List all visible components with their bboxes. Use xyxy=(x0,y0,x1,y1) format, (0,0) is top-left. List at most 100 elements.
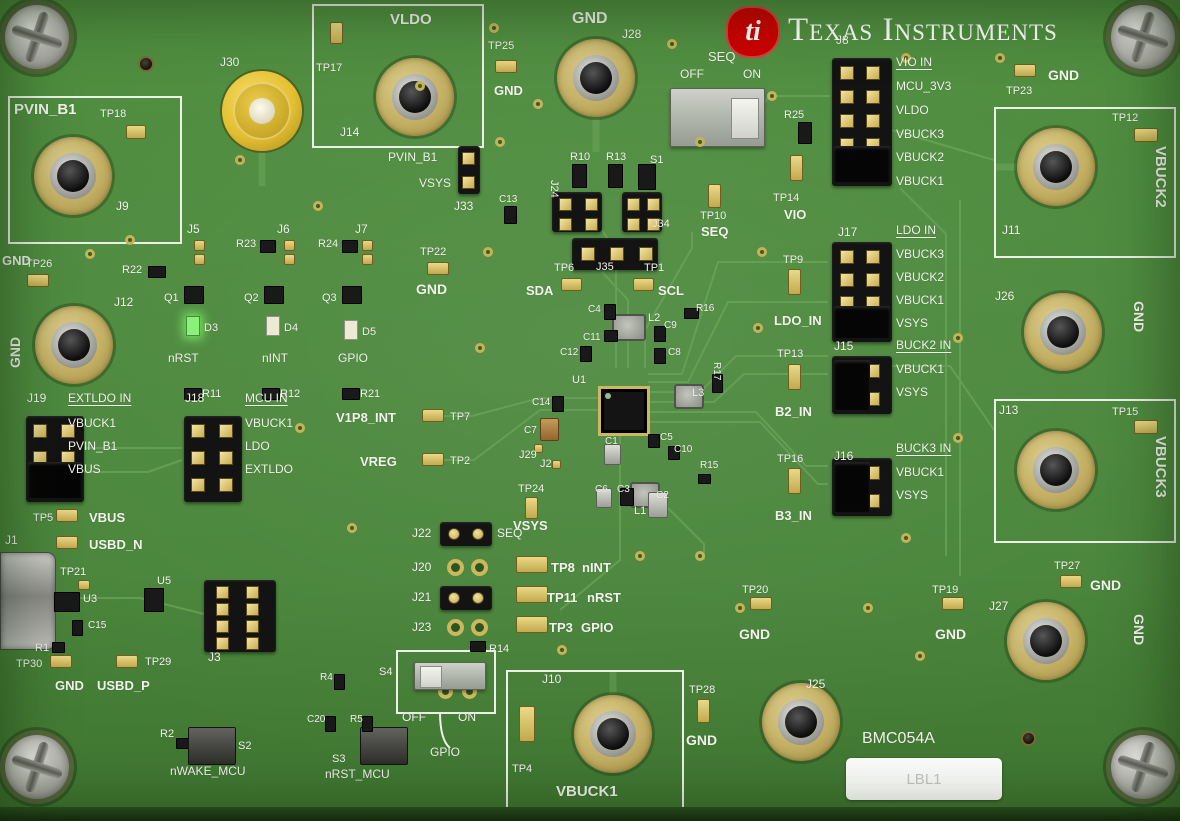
tp25-label: TP25 xyxy=(488,40,515,52)
via-20 xyxy=(953,433,963,443)
s4-switch-knob xyxy=(420,666,442,688)
j17-vbuck1-label: VBUCK1 xyxy=(896,293,945,307)
vbuck3-box xyxy=(994,399,1176,543)
tp19-gnd-label: GND xyxy=(935,626,967,642)
j6-pad-1-pad xyxy=(284,240,295,251)
tp29-label: TP29 xyxy=(145,656,172,668)
j3-header-pin xyxy=(216,586,229,599)
r12-label: R12 xyxy=(280,388,301,400)
j35-header xyxy=(572,238,658,270)
j3-header-pin xyxy=(216,637,229,650)
j22-jumper xyxy=(440,522,492,546)
tp19-pad xyxy=(942,597,964,610)
j10-hole-bore xyxy=(597,718,629,750)
ldo-in-net-label: LDO_IN xyxy=(774,313,822,328)
tp26-gnd-label: GND xyxy=(2,253,31,268)
s1-comp-component xyxy=(638,164,656,190)
via-2 xyxy=(533,99,543,109)
j35-header-pin xyxy=(639,247,653,261)
s3-comp-component xyxy=(360,727,408,765)
tp17-label: TP17 xyxy=(316,62,343,74)
via-6 xyxy=(483,247,493,257)
j3-header-pin xyxy=(216,603,229,616)
s4-label: S4 xyxy=(379,666,393,678)
l1-label: L1 xyxy=(634,505,647,517)
j8-header-pin xyxy=(840,114,854,128)
r23-component xyxy=(260,240,276,253)
j14-label: J14 xyxy=(340,125,360,139)
d5-component xyxy=(344,320,358,340)
j30-label: J30 xyxy=(220,55,240,69)
tp6-label: TP6 xyxy=(554,262,575,274)
s2-label: S2 xyxy=(238,740,252,752)
j17-header-pin xyxy=(866,250,880,264)
r22-label: R22 xyxy=(122,264,143,276)
r15-label: R15 xyxy=(700,460,719,471)
tp25-pad xyxy=(495,60,517,73)
r25-label: R25 xyxy=(784,109,805,121)
j15-vbuck1-label: VBUCK1 xyxy=(896,362,945,376)
j26-hole xyxy=(1024,293,1102,371)
r11-component xyxy=(184,388,202,400)
j12-hole xyxy=(35,306,113,384)
gpio-led-label-label: GPIO xyxy=(338,351,369,365)
j8-header-pin xyxy=(840,66,854,80)
tp14-label: TP14 xyxy=(773,192,800,204)
tp23-label: TP23 xyxy=(1006,85,1033,97)
j10-hole xyxy=(574,695,652,773)
s4-switch xyxy=(414,662,486,690)
j18-header-pin xyxy=(191,451,205,465)
j27-label: J27 xyxy=(989,599,1009,613)
d4-label: D4 xyxy=(284,322,299,334)
j17-header-pin xyxy=(840,273,854,287)
s4-box xyxy=(396,650,496,714)
tp10-pad xyxy=(708,184,721,208)
tp15-pad xyxy=(1134,420,1158,434)
j23-pad-1 xyxy=(447,619,464,636)
sda-label-label: SDA xyxy=(526,283,554,298)
tp19-label: TP19 xyxy=(932,584,959,596)
s3-label: S3 xyxy=(332,753,346,765)
c15-component xyxy=(72,620,83,636)
j19-header-pin xyxy=(33,424,47,438)
j21-jumper xyxy=(440,586,492,610)
tp8-pad xyxy=(516,556,548,573)
via-21 xyxy=(735,603,745,613)
q1-component xyxy=(184,286,204,304)
c13-component xyxy=(504,206,517,224)
r1-label: R1 xyxy=(35,642,50,654)
j7-pad-1-pad xyxy=(362,240,373,251)
ti-brand-text: Texas Instruments xyxy=(788,12,1058,48)
tp7-pad xyxy=(422,409,444,422)
tp6-pad xyxy=(561,278,582,291)
d4-component xyxy=(266,316,280,336)
j24-header-pin xyxy=(585,218,598,231)
nwake-mcu-net-label: nWAKE_MCU xyxy=(170,764,246,778)
c4-component xyxy=(604,304,616,320)
via-18 xyxy=(753,323,763,333)
c11-label: C11 xyxy=(583,332,601,343)
tp17-pad xyxy=(330,22,343,44)
via-14 xyxy=(915,651,925,661)
l3-component xyxy=(674,384,704,409)
r10-component xyxy=(572,164,587,188)
j22-seq-label: SEQ xyxy=(497,526,523,540)
d3-label: D3 xyxy=(204,322,219,334)
j17-vsys-label: VSYS xyxy=(896,316,929,330)
screw-bottom-right xyxy=(1111,735,1175,799)
j20-pad-1 xyxy=(447,559,464,576)
j8-vbuck2-label: VBUCK2 xyxy=(896,150,945,164)
c14-component xyxy=(552,396,564,412)
c2-label: C2 xyxy=(656,490,669,501)
j5-label: J5 xyxy=(187,222,200,236)
c3-component xyxy=(620,488,634,506)
tp12-pad xyxy=(1134,128,1158,142)
vio-label-label: VIO xyxy=(784,207,807,222)
vbus-net-label: VBUS xyxy=(89,510,126,525)
j1-usb-connector xyxy=(0,552,56,650)
j35-header-pin xyxy=(610,247,624,261)
j28-hole-bore xyxy=(580,62,612,94)
tp22-gnd-label: GND xyxy=(416,281,448,297)
tp20-gnd-label: GND xyxy=(739,626,771,642)
j9-label: J9 xyxy=(116,199,129,213)
